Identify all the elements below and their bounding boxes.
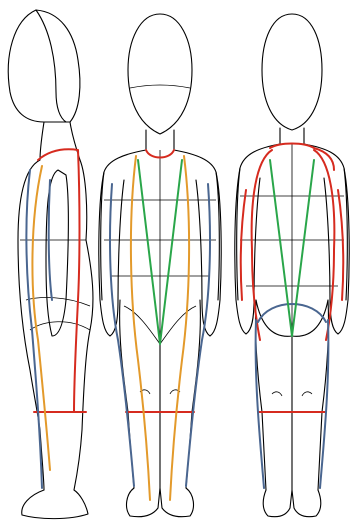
front-head xyxy=(128,14,192,134)
back-green-left xyxy=(270,160,292,336)
side-head xyxy=(8,10,80,122)
back-left-arm xyxy=(235,168,260,334)
back-red-yoke xyxy=(270,144,334,171)
front-hairline xyxy=(130,85,190,88)
back-right-foot xyxy=(292,490,321,517)
side-leg xyxy=(40,430,82,490)
back-blue-right-leg xyxy=(320,320,328,488)
front-right-foot xyxy=(160,488,193,517)
back-right-arm xyxy=(324,168,349,334)
figure-side-view xyxy=(8,10,93,519)
front-orange-right xyxy=(170,156,189,500)
front-green-left xyxy=(138,160,160,344)
back-red-arm-left xyxy=(241,190,246,300)
front-neck xyxy=(146,130,174,150)
front-left-foot xyxy=(127,488,160,517)
back-head xyxy=(262,14,322,130)
back-blue-left-leg xyxy=(256,320,264,488)
side-foot xyxy=(22,490,88,519)
front-green-right xyxy=(160,160,182,344)
back-left-foot xyxy=(263,490,292,517)
front-legs xyxy=(128,344,192,488)
figure-back-view xyxy=(235,14,349,517)
back-green-right xyxy=(292,160,314,336)
side-red-line xyxy=(38,149,80,412)
front-orange-left xyxy=(131,156,150,500)
back-red-arm-right xyxy=(338,190,343,300)
side-hair-line xyxy=(36,10,66,122)
figure-front-view xyxy=(99,14,221,517)
